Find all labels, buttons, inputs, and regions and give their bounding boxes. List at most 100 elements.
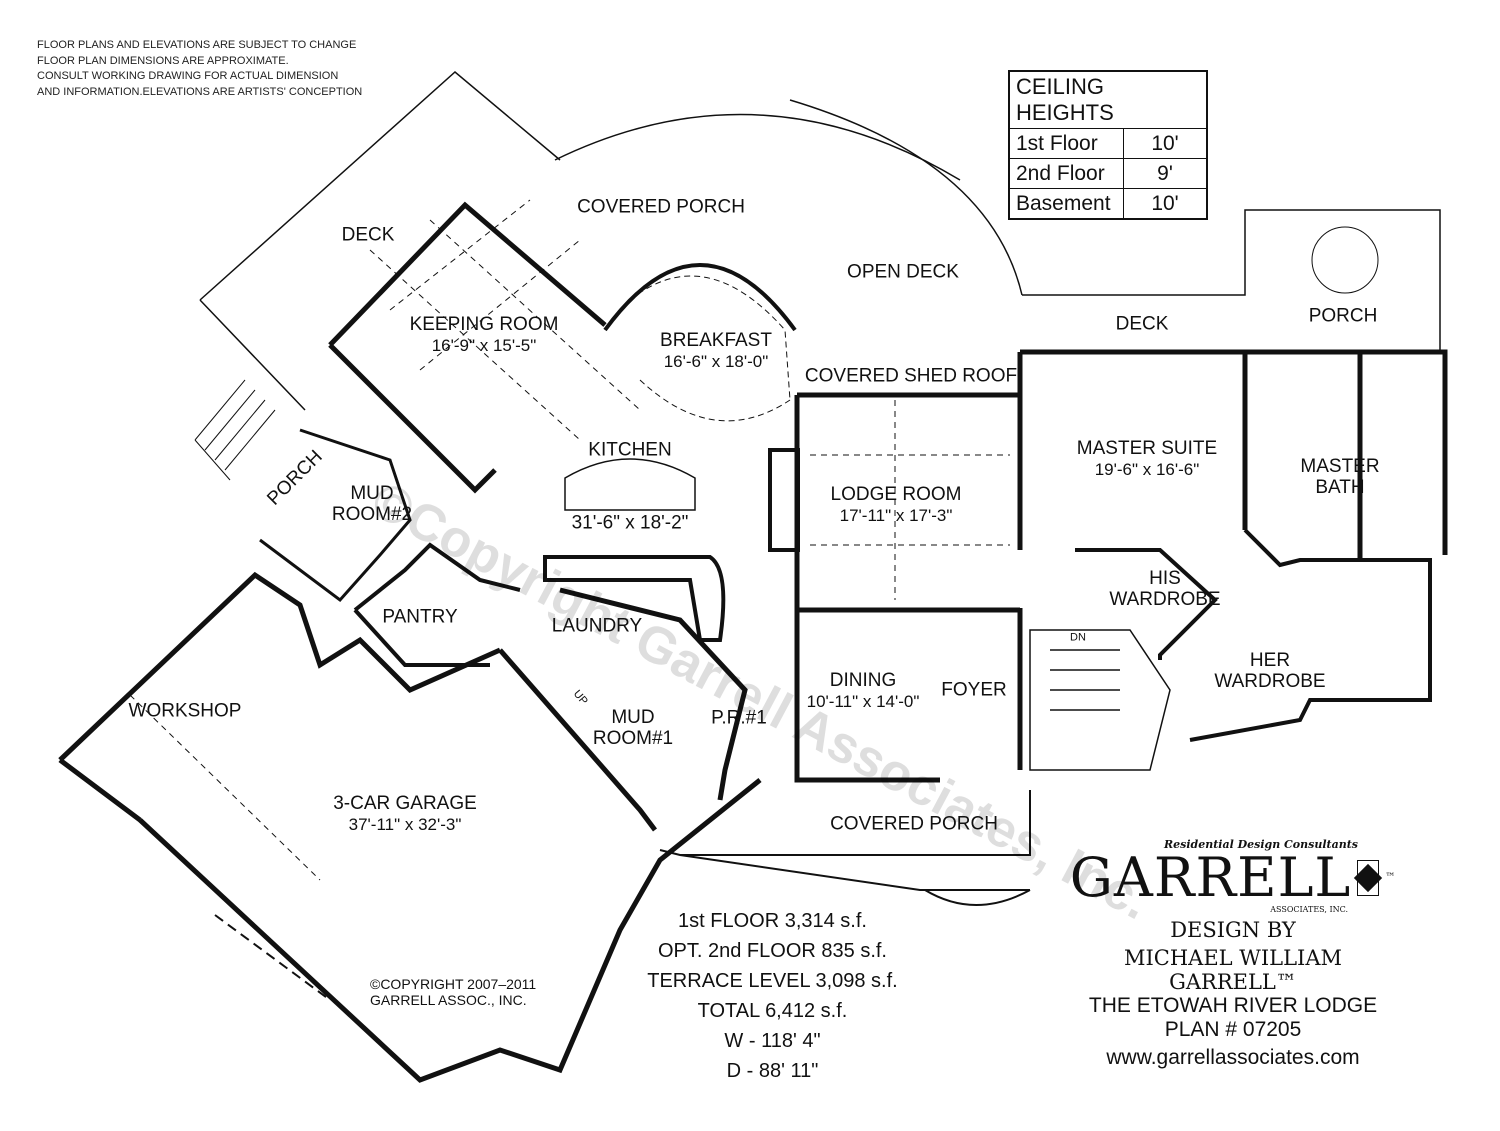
floor-label: Basement — [1008, 188, 1124, 220]
room-name: MUD — [350, 483, 394, 504]
room-name: ROOM#2 — [331, 504, 413, 525]
website-url: www.garrellassociates.com — [1106, 1046, 1360, 1069]
copyright-note: ©COPYRIGHT 2007–2011 GARRELL ASSOC., INC… — [370, 976, 536, 1008]
logo-name: GARRELL — [1069, 846, 1352, 909]
lodge-room-walls — [794, 392, 1023, 783]
workshop-divider — [129, 694, 321, 881]
room-name: MASTER — [1300, 456, 1380, 477]
copyright-line: GARRELL ASSOC., INC. — [370, 992, 527, 1008]
room-laundry: LAUNDRY — [551, 615, 643, 637]
covered-porch-arc — [554, 113, 961, 181]
room-name: 3-CAR GARAGE — [333, 793, 477, 814]
plan-number: PLAN # 07205 — [1164, 1018, 1302, 1041]
height-value: 10' — [1123, 188, 1208, 220]
room-powder-room: P.R.#1 — [711, 707, 767, 729]
room-name: HIS — [1149, 568, 1181, 589]
deck-right-outline — [1022, 209, 1441, 350]
room-name: BREAKFAST — [660, 330, 772, 351]
height-value: 10' — [1123, 128, 1208, 159]
stat-line: D - 88' 11" — [726, 1060, 819, 1082]
room-name: BATH — [1315, 477, 1365, 498]
deck-left-outline — [199, 71, 561, 411]
room-dim: 37'-11" x 32'-3" — [348, 815, 462, 834]
room-deck-right: DECK — [1115, 313, 1169, 335]
design-by: DESIGN BY — [1170, 918, 1296, 942]
keeping-room-walls — [328, 201, 607, 494]
open-deck-arc — [789, 99, 1023, 296]
mud-room-2-walls — [259, 428, 412, 603]
room-open-deck: OPEN DECK — [847, 261, 959, 283]
trademark-symbol: ™ — [1385, 872, 1397, 883]
front-porch-outline — [659, 790, 1031, 906]
room-dim: 17'-11" x 17'-3" — [839, 506, 953, 525]
kitchen-island — [564, 458, 696, 511]
square-footage-summary: 1st FLOOR 3,314 s.f. OPT. 2nd FLOOR 835 … — [640, 906, 905, 1086]
floor-label: 1st Floor — [1008, 128, 1124, 159]
room-dim: 19'-6" x 16'-6" — [1094, 460, 1200, 479]
garage-walls — [58, 571, 762, 1083]
disclaimer-line: FLOOR PLAN DIMENSIONS ARE APPROXIMATE. — [37, 54, 289, 67]
diamond-logo-icon — [1354, 860, 1383, 896]
logo-sub: ASSOCIATES, INC. — [1270, 905, 1348, 914]
breakfast-arc — [603, 263, 797, 332]
room-pantry: PANTRY — [382, 606, 458, 628]
disclaimer-line: CONSULT WORKING DRAWING FOR ACTUAL DIMEN… — [37, 70, 339, 82]
room-name: MASTER SUITE — [1076, 438, 1218, 459]
stat-line: TERRACE LEVEL 3,098 s.f. — [647, 970, 898, 992]
disclaimer-line: AND INFORMATION.ELEVATIONS ARE ARTISTS' … — [37, 85, 363, 98]
room-foyer: FOYER — [941, 679, 1007, 701]
ceiling-heights-title: CEILING HEIGHTS — [1008, 70, 1208, 129]
room-deck-left: DECK — [341, 224, 395, 246]
breakfast-stair-arc — [629, 275, 791, 422]
foyer-stair — [1029, 629, 1171, 771]
kitchen-counter — [543, 555, 726, 642]
disclaimer-line: FLOOR PLANS AND ELEVATIONS ARE SUBJECT T… — [37, 39, 357, 51]
room-kitchen-dim: 31'-6" x 18'-2" — [571, 512, 689, 534]
room-name: MUD — [611, 707, 655, 728]
room-dim: 10'-11" x 14'-0" — [806, 692, 920, 711]
room-name: WARDROBE — [1214, 671, 1326, 692]
room-covered-porch-front: COVERED PORCH — [830, 813, 998, 835]
master-suite-walls — [1017, 349, 1448, 560]
room-covered-shed-roof: COVERED SHED ROOF — [804, 365, 1018, 387]
logo-tagline: Residential Design Consultants — [1164, 838, 1358, 851]
stat-line: OPT. 2nd FLOOR 835 s.f. — [658, 940, 887, 962]
garage-door — [214, 914, 331, 1001]
room-dim: 16'-9" x 15'-5" — [431, 336, 537, 355]
hot-tub — [1311, 226, 1379, 294]
room-name: ROOM#1 — [592, 728, 674, 749]
stat-line: W - 118' 4" — [724, 1030, 821, 1052]
room-kitchen: KITCHEN — [588, 439, 672, 461]
wardrobe-walls — [1075, 528, 1432, 742]
project-name: THE ETOWAH RIVER LODGE — [1088, 994, 1378, 1017]
height-value: 9' — [1123, 158, 1208, 189]
room-name: HER — [1249, 650, 1291, 671]
deck-stairs — [194, 379, 276, 481]
room-name: KEEPING ROOM — [409, 314, 559, 335]
designer-name: MICHAEL WILLIAM GARRELL™ — [1123, 946, 1343, 994]
laundry-walls — [498, 587, 748, 832]
room-workshop: WORKSHOP — [128, 700, 242, 722]
disclaimer: FLOOR PLANS AND ELEVATIONS ARE SUBJECT T… — [37, 38, 362, 100]
room-name: DINING — [829, 670, 897, 691]
room-dim: 16'-6" x 18'-0" — [663, 352, 769, 371]
room-porch-right: PORCH — [1308, 305, 1378, 327]
stat-line: TOTAL 6,412 s.f. — [697, 1000, 848, 1022]
lodge-room-grid — [810, 400, 1010, 600]
